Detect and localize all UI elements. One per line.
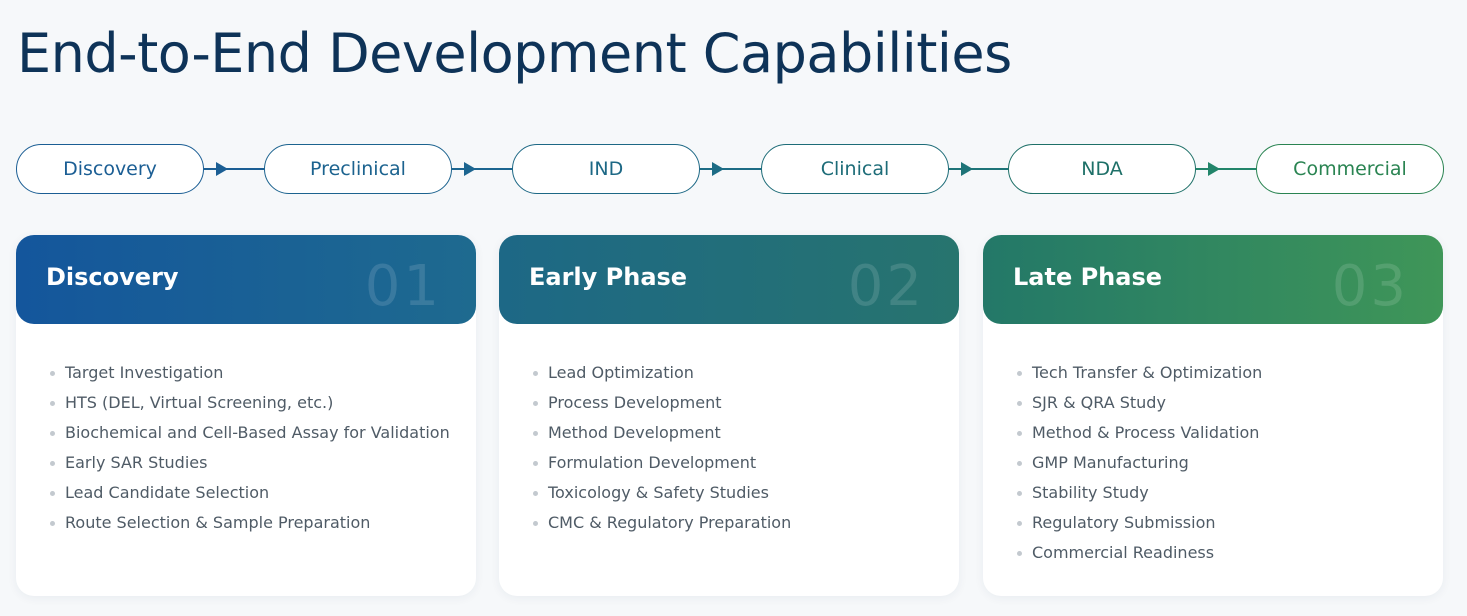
bullet-dot-icon: [533, 521, 538, 526]
bullet-dot-icon: [1017, 401, 1022, 406]
list-item: Regulatory Submission: [1017, 510, 1262, 540]
arrow-right-icon: [452, 162, 512, 176]
bullet-dot-icon: [50, 431, 55, 436]
phase-card-late-phase: Late Phase 03 Tech Transfer & Optimizati…: [983, 235, 1443, 596]
bullet-dot-icon: [1017, 461, 1022, 466]
stage-pill-discovery[interactable]: Discovery: [16, 144, 204, 194]
bullet-dot-icon: [533, 461, 538, 466]
bullet-dot-icon: [1017, 371, 1022, 376]
stage-pill-ind[interactable]: IND: [512, 144, 700, 194]
list-item: Lead Candidate Selection: [50, 480, 450, 510]
stage-pipeline: Discovery Preclinical IND Clinical NDA C…: [16, 144, 1444, 194]
page-title: End-to-End Development Capabilities: [17, 22, 1012, 85]
bullet-dot-icon: [50, 461, 55, 466]
list-item: Biochemical and Cell-Based Assay for Val…: [50, 420, 450, 450]
stage-label: Preclinical: [310, 158, 406, 180]
list-item: Tech Transfer & Optimization: [1017, 360, 1262, 390]
bullet-dot-icon: [50, 401, 55, 406]
bullet-dot-icon: [1017, 521, 1022, 526]
card-title: Discovery: [46, 263, 179, 291]
stage-pill-clinical[interactable]: Clinical: [761, 144, 949, 194]
stage-label: Discovery: [63, 158, 157, 180]
stage-pill-preclinical[interactable]: Preclinical: [264, 144, 452, 194]
arrow-right-icon: [700, 162, 761, 176]
list-item: SJR & QRA Study: [1017, 390, 1262, 420]
arrow-right-icon: [949, 162, 1008, 176]
card-number: 02: [847, 254, 925, 319]
bullet-dot-icon: [1017, 431, 1022, 436]
card-header: Early Phase 02: [499, 235, 959, 324]
list-item: Method Development: [533, 420, 791, 450]
stage-label: IND: [588, 158, 624, 180]
list-item: Formulation Development: [533, 450, 791, 480]
list-item: Method & Process Validation: [1017, 420, 1262, 450]
bullet-dot-icon: [1017, 551, 1022, 556]
bullet-dot-icon: [533, 431, 538, 436]
bullet-dot-icon: [533, 401, 538, 406]
card-title: Late Phase: [1013, 263, 1163, 291]
card-header: Late Phase 03: [983, 235, 1443, 324]
phase-card-discovery: Discovery 01 Target Investigation HTS (D…: [16, 235, 476, 596]
bullet-dot-icon: [533, 371, 538, 376]
stage-label: Clinical: [820, 158, 890, 180]
list-item: Commercial Readiness: [1017, 540, 1262, 570]
list-item: GMP Manufacturing: [1017, 450, 1262, 480]
capability-list: Tech Transfer & Optimization SJR & QRA S…: [1017, 360, 1262, 570]
bullet-dot-icon: [50, 521, 55, 526]
phase-card-early-phase: Early Phase 02 Lead Optimization Process…: [499, 235, 959, 596]
stage-pill-nda[interactable]: NDA: [1008, 144, 1196, 194]
stage-pill-commercial[interactable]: Commercial: [1256, 144, 1444, 194]
arrow-right-icon: [1196, 162, 1256, 176]
list-item: Process Development: [533, 390, 791, 420]
capability-list: Lead Optimization Process Development Me…: [533, 360, 791, 540]
list-item: Route Selection & Sample Preparation: [50, 510, 450, 540]
card-header: Discovery 01: [16, 235, 476, 324]
card-title: Early Phase: [529, 263, 688, 291]
capability-list: Target Investigation HTS (DEL, Virtual S…: [50, 360, 450, 540]
list-item: Toxicology & Safety Studies: [533, 480, 791, 510]
list-item: Target Investigation: [50, 360, 450, 390]
bullet-dot-icon: [533, 491, 538, 496]
stage-label: NDA: [1081, 158, 1123, 180]
card-number: 01: [364, 254, 442, 319]
bullet-dot-icon: [50, 491, 55, 496]
list-item: HTS (DEL, Virtual Screening, etc.): [50, 390, 450, 420]
bullet-dot-icon: [1017, 491, 1022, 496]
stage-label: Commercial: [1293, 158, 1407, 180]
arrow-right-icon: [204, 162, 264, 176]
list-item: CMC & Regulatory Preparation: [533, 510, 791, 540]
bullet-dot-icon: [50, 371, 55, 376]
list-item: Early SAR Studies: [50, 450, 450, 480]
list-item: Lead Optimization: [533, 360, 791, 390]
card-number: 03: [1331, 254, 1409, 319]
list-item: Stability Study: [1017, 480, 1262, 510]
